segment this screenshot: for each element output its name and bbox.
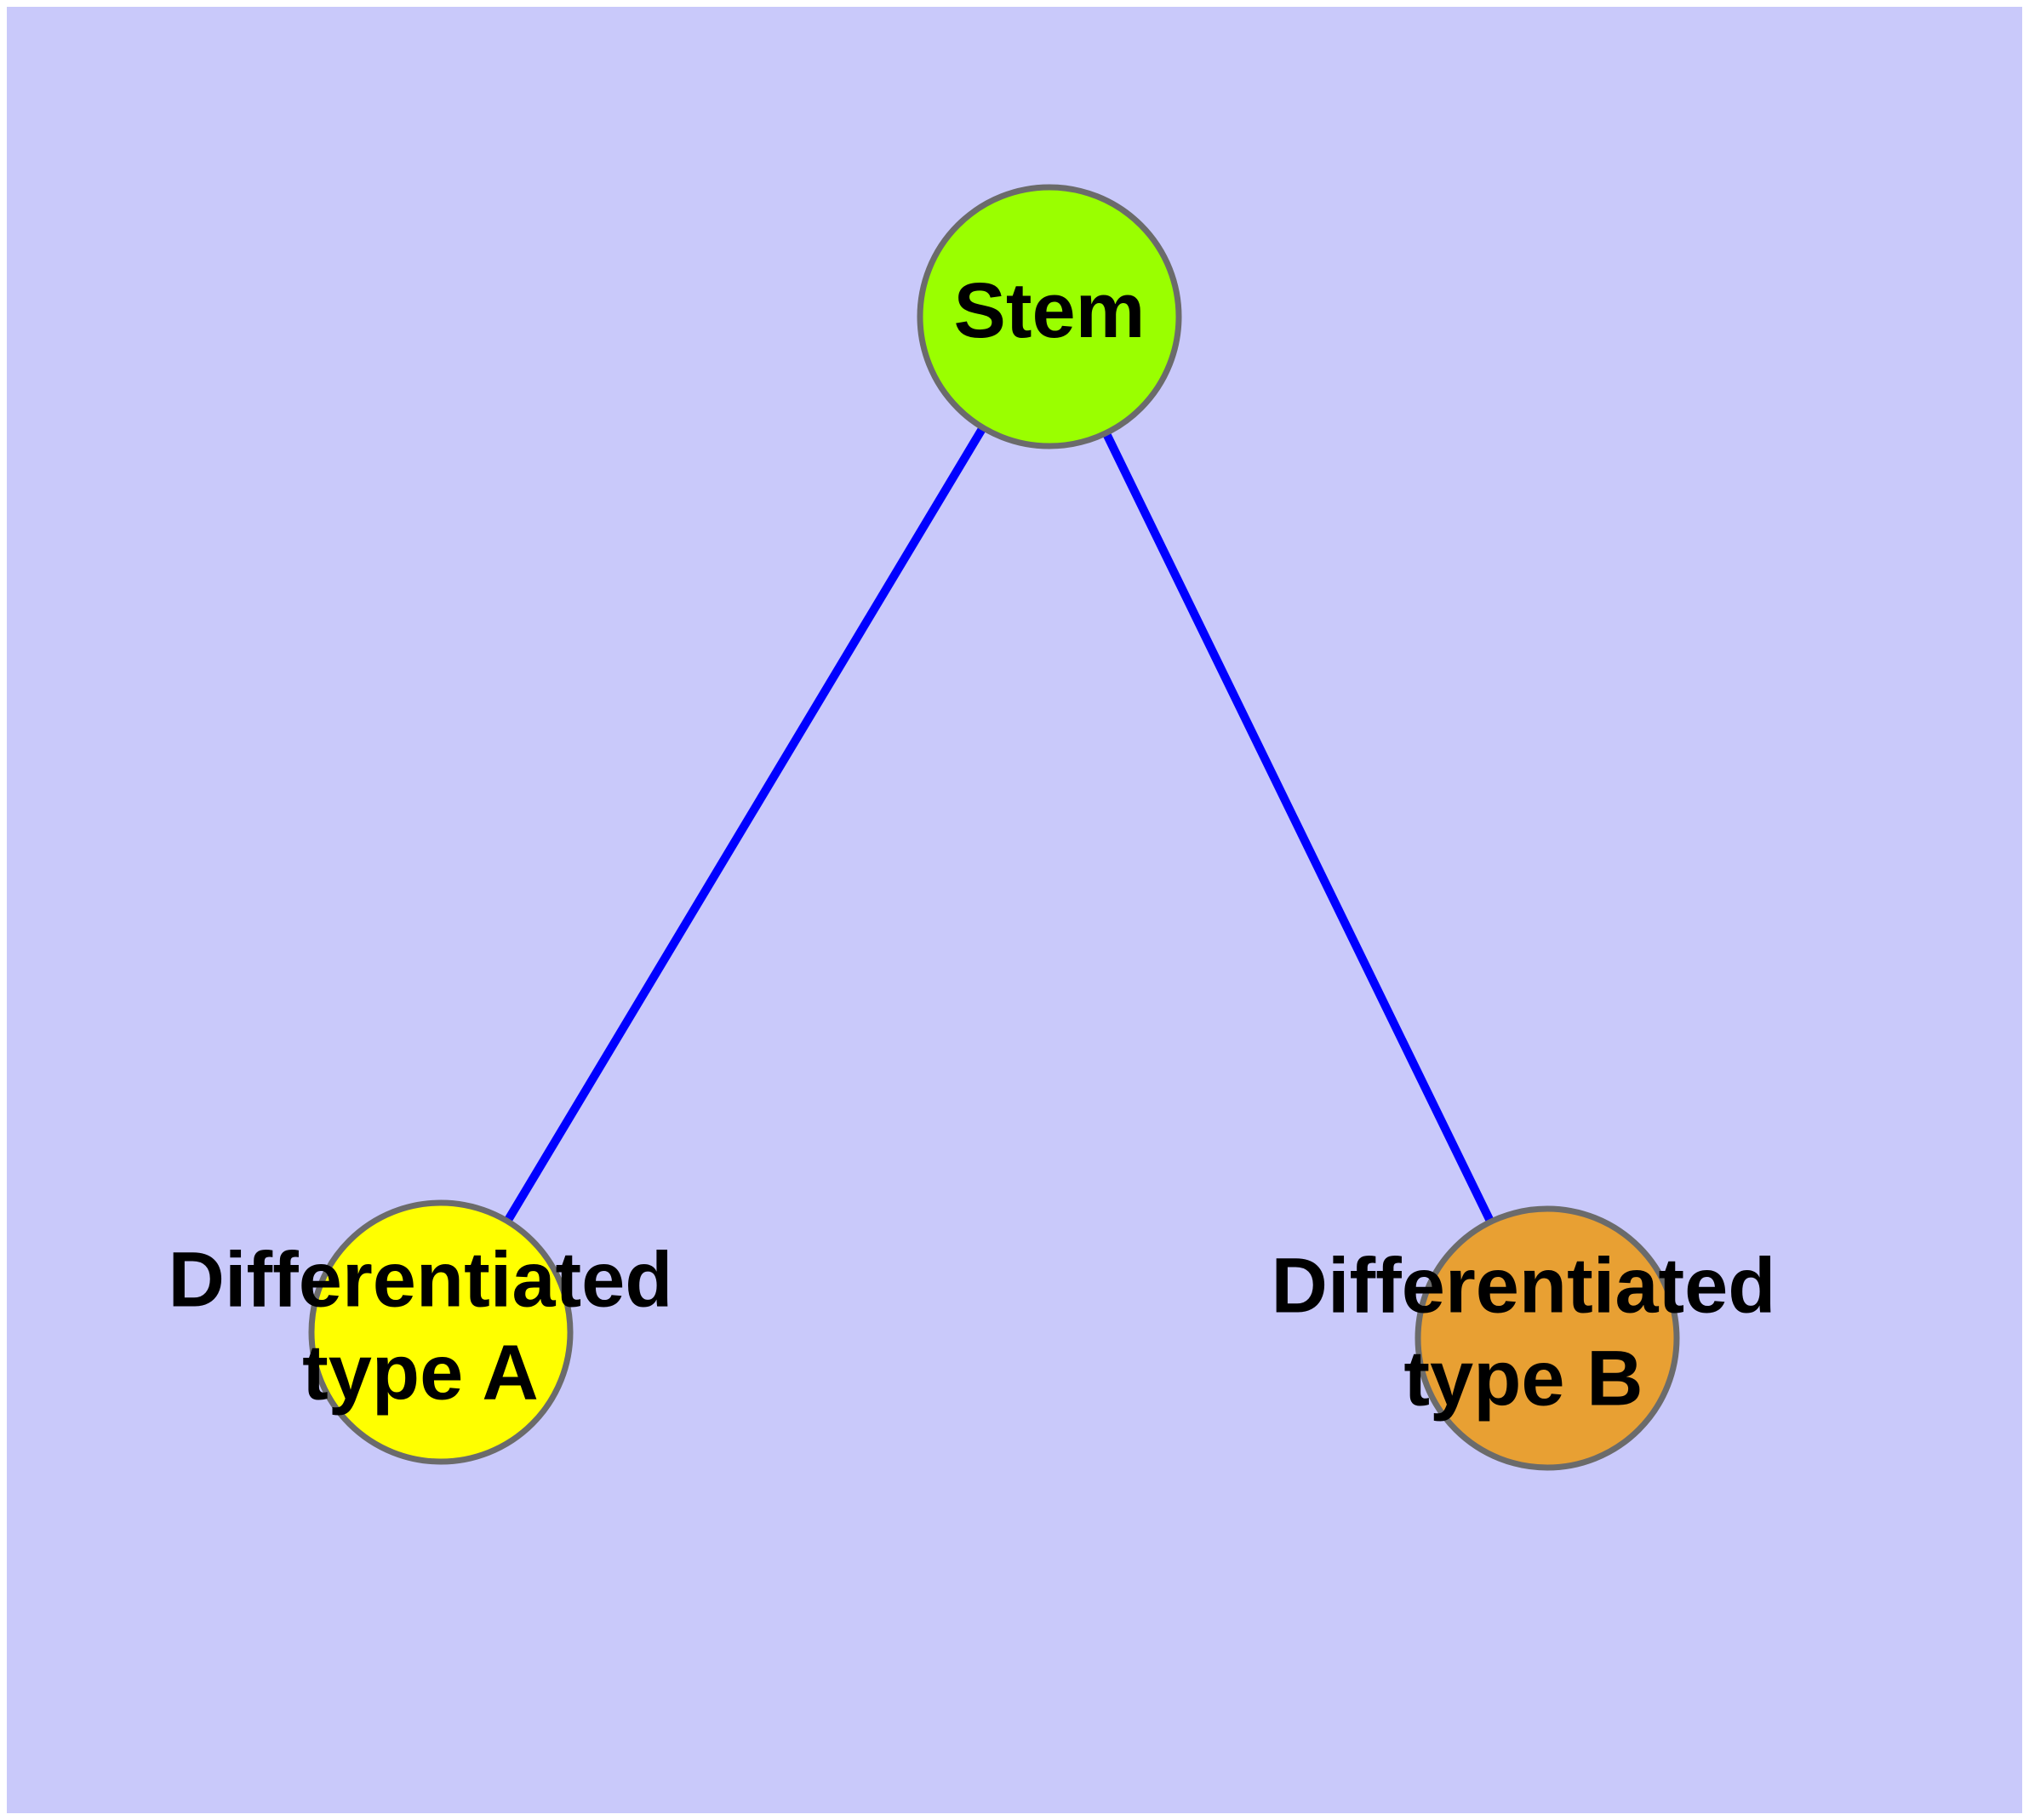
node-layer (308, 184, 1680, 1471)
edge-layer (503, 425, 1495, 1224)
node-label-line: Differentiated (1272, 1243, 1776, 1330)
edge-stem-to-differentiated-type-a[interactable] (503, 425, 987, 1224)
node-label-line: type B (1403, 1336, 1643, 1422)
node-differentiated-type-b[interactable] (1415, 1205, 1680, 1471)
node-stem-label: Stem (954, 267, 1146, 354)
node-differentiated-type-a[interactable] (308, 1199, 574, 1465)
node-differentiated-type-b-circle[interactable] (1415, 1205, 1680, 1471)
node-stem-circle[interactable] (917, 184, 1182, 449)
node-label-line: type A (302, 1330, 539, 1417)
node-differentiated-type-a-circle[interactable] (308, 1199, 574, 1465)
node-label-line: Stem (954, 267, 1146, 354)
edge-stem-to-differentiated-type-b[interactable] (1102, 431, 1495, 1224)
node-stem[interactable] (917, 184, 1182, 449)
node-label-line: Differentiated (169, 1237, 673, 1324)
